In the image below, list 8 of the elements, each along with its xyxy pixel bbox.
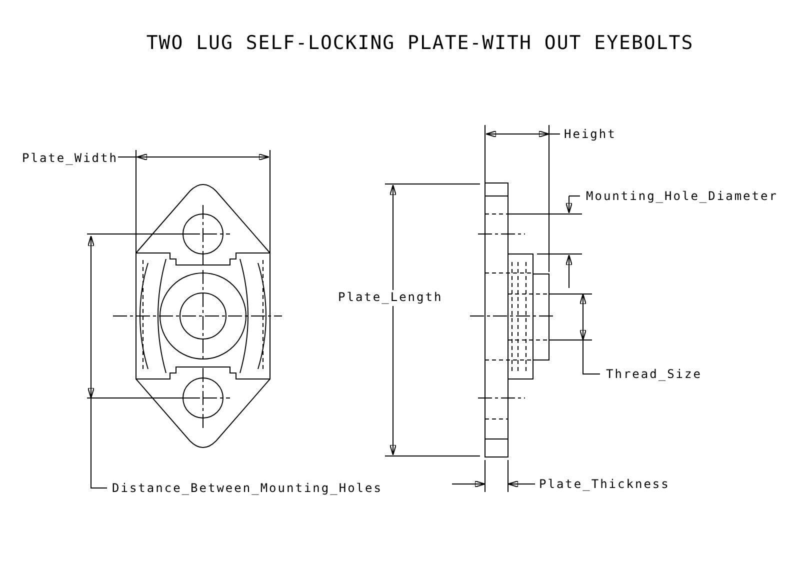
dimension-label: Plate_Length <box>338 290 443 304</box>
dimension-label: Mounting_Hole_Diameter <box>586 189 778 203</box>
dimension-label: Height <box>564 127 616 141</box>
dimension-label: Plate_Width <box>22 151 118 165</box>
dimension-label: Plate_Thickness <box>539 477 670 491</box>
dimension-label: Thread_Size <box>606 367 702 381</box>
dimension-label: Distance_Between_Mounting_Holes <box>112 481 382 495</box>
drawing-title: TWO LUG SELF-LOCKING PLATE-WITH OUT EYEBOLTS <box>145 32 695 54</box>
